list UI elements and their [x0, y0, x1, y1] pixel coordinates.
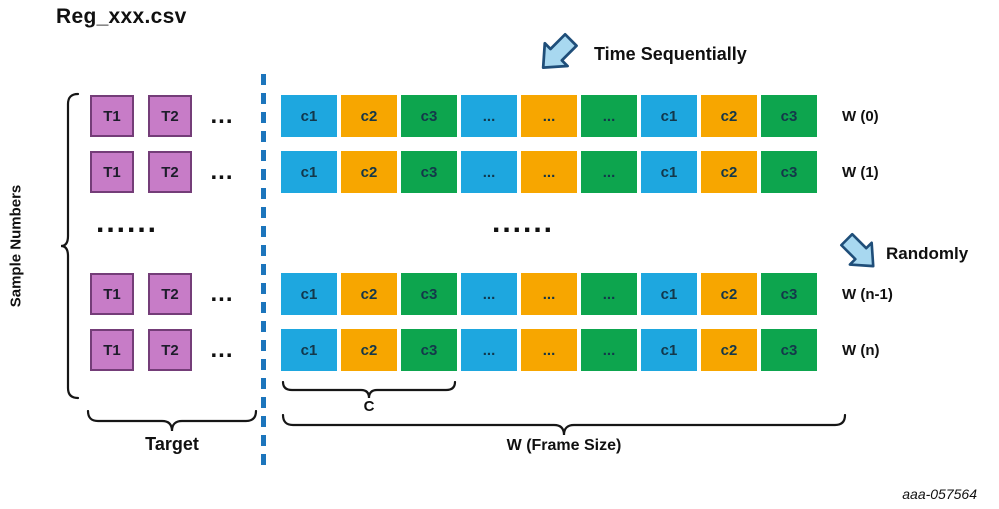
frame-cell-green: ... [581, 151, 637, 193]
frame-cell-green: c3 [401, 273, 457, 315]
left-brace [60, 92, 80, 400]
frame-cell-orange: c2 [341, 151, 397, 193]
frame-cell-green: ... [581, 95, 637, 137]
window-label: W (0) [842, 107, 879, 125]
frame-cell-orange: c2 [701, 151, 757, 193]
frame-cell-orange: ... [521, 273, 577, 315]
frame-cell-green: c3 [761, 273, 817, 315]
target-ellipsis: ... [210, 158, 234, 185]
target-underbrace [86, 410, 258, 432]
frame-cell-cyan: c1 [641, 273, 697, 315]
randomly-arrow-icon [840, 232, 875, 268]
target-box: T2 [148, 151, 192, 193]
target-box: T2 [148, 329, 192, 371]
frame-size-label: W (Frame Size) [506, 437, 622, 454]
frame-cell-green: c3 [401, 151, 457, 193]
frame-cell-green: c3 [401, 329, 457, 371]
frame-cell-green: c3 [401, 95, 457, 137]
frame-cell-orange: c2 [701, 273, 757, 315]
target-box: T2 [148, 95, 192, 137]
frame-cell-green: ... [581, 329, 637, 371]
target-ellipsis: ... [210, 336, 234, 363]
frame-cell-green: c3 [761, 95, 817, 137]
frame-cell-cyan: c1 [641, 329, 697, 371]
target-label: Target [145, 434, 199, 454]
frame-cell-orange: ... [521, 95, 577, 137]
c-label: C [363, 398, 375, 415]
frame-cell-orange: c2 [341, 95, 397, 137]
frame-cell-orange: ... [521, 329, 577, 371]
target-box: T1 [90, 151, 134, 193]
frame-cell-green: c3 [761, 151, 817, 193]
frame-cell-orange: ... [521, 151, 577, 193]
frame-size-underbrace [281, 414, 847, 436]
target-box: T2 [148, 273, 192, 315]
c-underbrace [281, 381, 457, 399]
target-box: T1 [90, 95, 134, 137]
frame-cell-orange: c2 [701, 95, 757, 137]
target-box: T1 [90, 273, 134, 315]
target-box: T1 [90, 329, 134, 371]
frame-cell-cyan: c1 [281, 95, 337, 137]
frame-cell-cyan: ... [461, 329, 517, 371]
figure-id: aaa-057564 [902, 486, 977, 502]
time-sequential-arrow-icon [541, 32, 578, 70]
randomly-label: Randomly [886, 244, 969, 263]
frame-cell-cyan: c1 [641, 151, 697, 193]
frame-cell-cyan: ... [461, 95, 517, 137]
frame-cell-cyan: c1 [641, 95, 697, 137]
center-rows-ellipsis: ...... [492, 206, 555, 239]
left-rows-ellipsis: ...... [96, 206, 159, 239]
separator-dashed-line [261, 74, 266, 470]
target-ellipsis: ... [210, 280, 234, 307]
window-label: W (1) [842, 163, 879, 181]
frame-cell-green: ... [581, 273, 637, 315]
frame-cell-cyan: c1 [281, 151, 337, 193]
frame-cell-orange: c2 [341, 273, 397, 315]
frame-cell-green: c3 [761, 329, 817, 371]
frame-cell-orange: c2 [341, 329, 397, 371]
frame-cell-orange: c2 [701, 329, 757, 371]
time-sequentially-label: Time Sequentially [594, 44, 747, 64]
file-title: Reg_xxx.csv [56, 5, 187, 28]
window-label: W (n-1) [842, 285, 893, 303]
window-label: W (n) [842, 341, 880, 359]
frame-cell-cyan: ... [461, 273, 517, 315]
frame-cell-cyan: ... [461, 151, 517, 193]
frame-cell-cyan: c1 [281, 329, 337, 371]
frame-cell-cyan: c1 [281, 273, 337, 315]
target-ellipsis: ... [210, 102, 234, 129]
